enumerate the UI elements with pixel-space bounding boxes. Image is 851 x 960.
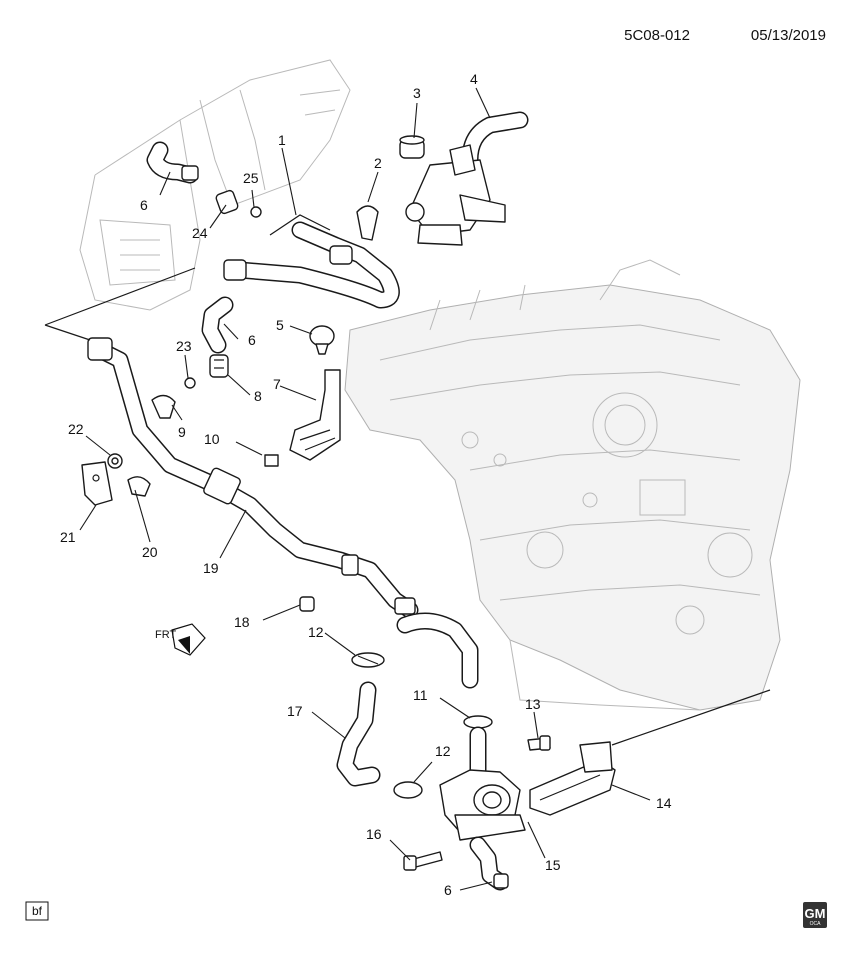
callout-13: 13 [525, 696, 541, 712]
callout-23: 23 [176, 338, 192, 354]
callout-12-upper: 12 [308, 624, 324, 640]
bf-label: bf [32, 904, 43, 918]
part-16-bolt [403, 851, 443, 871]
part-3-cap [399, 135, 425, 159]
callout-10: 10 [204, 431, 220, 447]
callout-18: 18 [234, 614, 250, 630]
part-25-oring [250, 206, 262, 218]
part-22-grommet [107, 453, 123, 469]
part-11-clamp [463, 715, 493, 729]
part-24-fitting [215, 189, 239, 215]
callout-22: 22 [68, 421, 84, 437]
part-18-clip [299, 596, 315, 612]
callout-1: 1 [278, 132, 286, 148]
part-23-oring [184, 377, 196, 389]
background-engine [344, 259, 801, 711]
part-8-fitting [209, 354, 229, 378]
part-6-upper-hose [146, 141, 199, 184]
part-13-bolt [527, 735, 551, 751]
part-9-clip [151, 394, 176, 419]
leader-lines [79, 87, 651, 891]
svg-text:GM: GM [805, 906, 826, 921]
callout-2: 2 [374, 155, 382, 171]
callout-15: 15 [545, 857, 561, 873]
part-4-housing [405, 111, 529, 246]
front-direction-indicator: FRT [155, 623, 206, 656]
part-17-hose [336, 681, 381, 787]
front-label: FRT [155, 629, 176, 641]
part-19-hose [44, 267, 419, 619]
callout-12-lower: 12 [435, 743, 451, 759]
diagram-date: 05/13/2019 [751, 27, 826, 44]
callout-20: 20 [142, 544, 158, 560]
callout-numbers: 1 2 3 4 5 6 6 6 7 8 9 10 11 12 12 13 14 … [60, 71, 672, 898]
part-6-mid-hose [201, 296, 234, 354]
callout-7: 7 [273, 376, 281, 392]
callout-8: 8 [254, 388, 262, 404]
callout-6-upper: 6 [140, 197, 148, 213]
svg-text:OCA: OCA [810, 921, 822, 927]
part-21-bracket [81, 461, 113, 506]
part-7-bracket [289, 369, 341, 461]
part-10-clip [264, 454, 279, 467]
callout-19: 19 [203, 560, 219, 576]
part-2-clip [356, 205, 379, 241]
diagram-id: 5C08-012 [624, 27, 690, 44]
gm-logo: GM OCA [803, 902, 827, 928]
part-6-lower-hose [469, 836, 509, 891]
callout-21: 21 [60, 529, 76, 545]
callout-14: 14 [656, 795, 672, 811]
part-5-cap [309, 325, 335, 355]
callout-16: 16 [366, 826, 382, 842]
callout-6-mid: 6 [248, 332, 256, 348]
part-20-clip [127, 476, 151, 497]
part-12-lower-clamp [393, 781, 423, 799]
part-1-hose [223, 214, 400, 309]
part-14-bracket [529, 689, 771, 816]
callout-17: 17 [287, 703, 303, 719]
callout-25: 25 [243, 170, 259, 186]
callout-4: 4 [470, 71, 478, 87]
background-vehicle-body [79, 59, 351, 311]
part-12-upper-clamp [351, 652, 385, 668]
callout-6-lower: 6 [444, 882, 452, 898]
callout-3: 3 [413, 85, 421, 101]
callout-24: 24 [192, 225, 208, 241]
callout-9: 9 [178, 424, 186, 440]
callout-11: 11 [413, 687, 428, 703]
callout-5: 5 [276, 317, 284, 333]
bf-label-box: bf [25, 901, 49, 921]
part-15-pump [439, 726, 526, 841]
part-pump-outlet-hose [396, 612, 479, 689]
